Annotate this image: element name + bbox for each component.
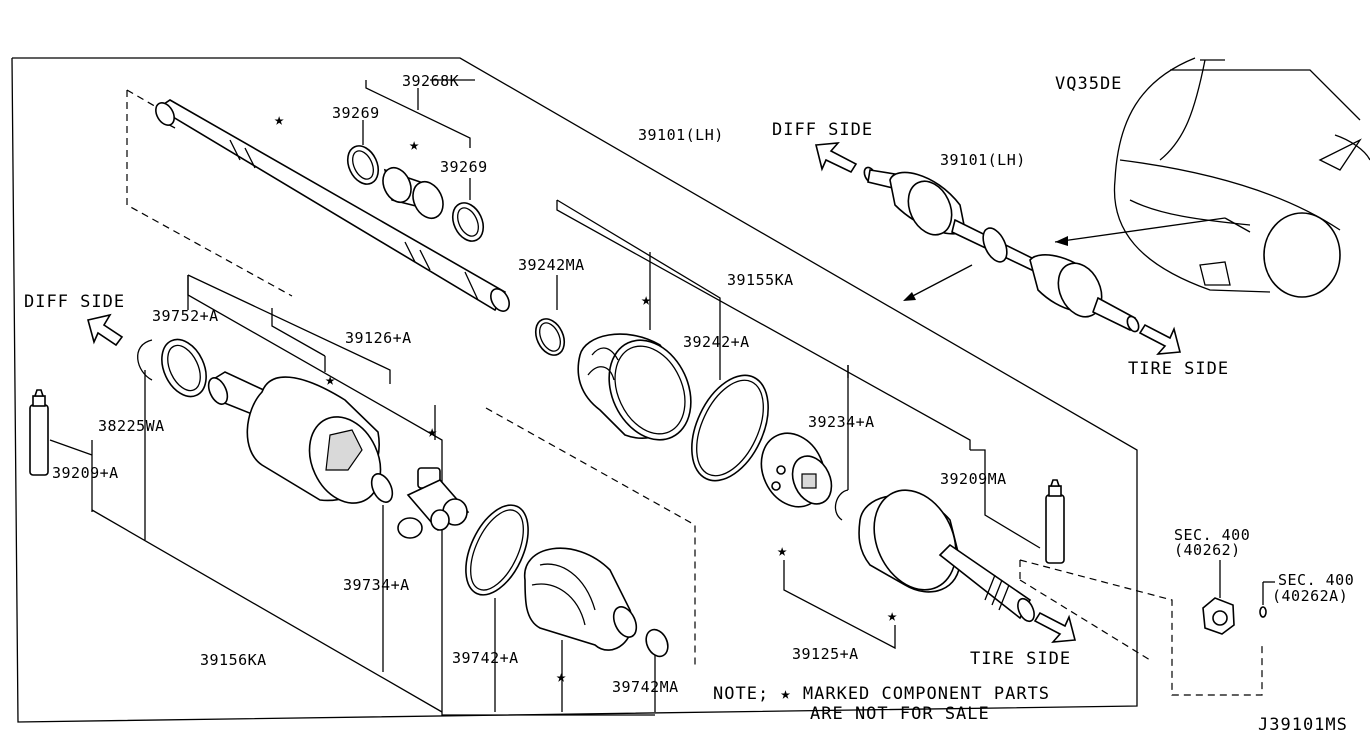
star-marker: ★: [427, 422, 437, 442]
label-39242ma: 39242MA: [518, 256, 585, 274]
arrow-diff-side-left: [87, 313, 124, 347]
label-39155ka: 39155KA: [727, 271, 794, 289]
star-marker: ★: [325, 370, 335, 390]
label-39156ka: 39156KA: [200, 651, 267, 669]
main-frame: [11, 57, 1138, 723]
arrow-diff-side-inset: [814, 142, 858, 174]
snap-ring-38225wa: [137, 339, 153, 381]
star-marker: ★: [777, 541, 787, 561]
grease-tube-left: [29, 389, 49, 476]
engine-code: VQ35DE: [1055, 74, 1122, 94]
band-39242ma: [534, 318, 566, 356]
note-line-2: ARE NOT FOR SALE: [810, 704, 990, 724]
label-39269-b: 39269: [440, 158, 488, 176]
label-tire-side-inset: TIRE SIDE: [1128, 359, 1229, 379]
star-marker: ★: [556, 667, 566, 687]
label-39269-a: 39269: [332, 104, 380, 122]
arrow-tire-side-main: [1033, 611, 1077, 643]
star-marker: ★: [887, 606, 897, 626]
label-tire-side-main: TIRE SIDE: [970, 649, 1071, 669]
shaft-dashed-outline: [126, 90, 293, 297]
boot-kit-39268k: [346, 145, 485, 242]
label-39126a: 39126+A: [345, 329, 412, 347]
axle-shaft: [155, 99, 510, 312]
hub-nut-40262: [1202, 597, 1235, 635]
label-39268k: 39268K: [402, 72, 459, 90]
outboard-boot: [577, 333, 692, 441]
label-sec400-a-sub: (40262): [1174, 541, 1241, 559]
label-diff-side-inset: DIFF SIDE: [772, 120, 873, 140]
inboard-joint-housing: [207, 371, 382, 504]
label-sec400-a: SEC. 400: [1174, 526, 1250, 544]
spider-assembly: [397, 467, 470, 539]
outboard-joint: [858, 489, 1035, 623]
snap-ring-39734a: [370, 473, 394, 503]
label-39209ma: 39209MA: [940, 470, 1007, 488]
label-39742a: 39742+A: [452, 649, 519, 667]
inset-pointer-line: [1054, 217, 1226, 243]
grease-tube-right: [1045, 479, 1065, 564]
note-line-1: NOTE; ★ MARKED COMPONENT PARTS: [713, 684, 1050, 704]
label-39209a: 39209+A: [52, 464, 119, 482]
label-38225wa: 38225WA: [98, 417, 165, 435]
snap-ring-39234a: [834, 489, 849, 521]
arrow-tire-side-inset: [1138, 323, 1182, 355]
ring-39752a: [161, 338, 207, 398]
star-marker: ★: [274, 110, 284, 130]
star-marker: ★: [409, 135, 419, 155]
label-39101lh-inset: 39101(LH): [940, 151, 1026, 169]
label-39734a: 39734+A: [343, 576, 410, 594]
label-diff-side-left: DIFF SIDE: [24, 292, 125, 312]
label-sec400-b: SEC. 400: [1278, 571, 1354, 589]
label-39234a: 39234+A: [808, 413, 875, 431]
band-39742ma: [645, 628, 669, 658]
label-sec400-b-sub: (40262A): [1272, 587, 1348, 605]
label-39101lh-main: 39101(LH): [638, 126, 724, 144]
vehicle-inset: [1113, 57, 1370, 298]
band-39242a: [691, 374, 769, 482]
ball-cage-assembly: [760, 432, 833, 508]
inboard-boot: [524, 547, 638, 651]
inset-driveshaft: [863, 166, 1140, 333]
label-39752a: 39752+A: [152, 307, 219, 325]
band-39742a: [465, 504, 529, 596]
cotter-pin-40262a: [1259, 606, 1267, 618]
star-marker: ★: [641, 290, 651, 310]
label-39742ma: 39742MA: [612, 678, 679, 696]
label-39242a: 39242+A: [683, 333, 750, 351]
label-39125a: 39125+A: [792, 645, 859, 663]
figure-code: J39101MS: [1258, 715, 1348, 735]
